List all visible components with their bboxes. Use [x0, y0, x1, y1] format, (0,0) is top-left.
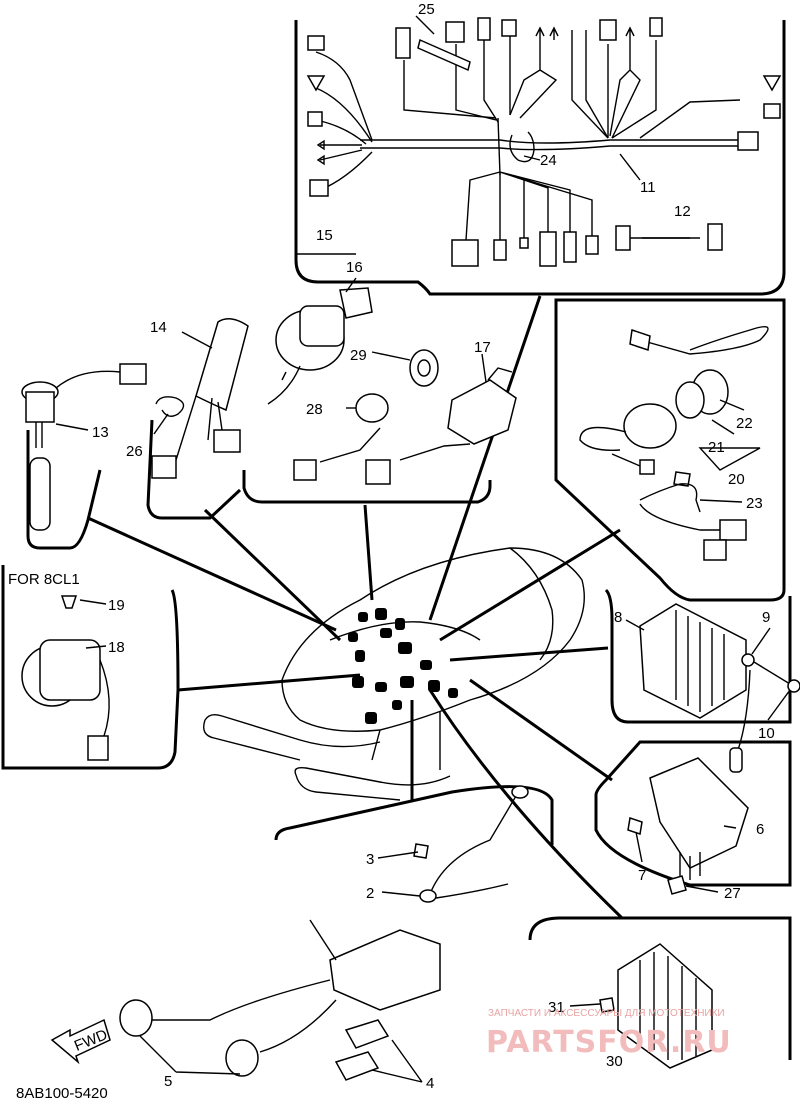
callout-12: 12	[674, 203, 691, 220]
callout-23: 23	[746, 495, 763, 512]
callout-19: 19	[108, 597, 125, 614]
callout-27: 27	[724, 885, 741, 902]
callout-29: 29	[350, 347, 367, 364]
diagram-code: 8AB100-5420	[16, 1085, 108, 1102]
callout-6: 6	[756, 821, 764, 838]
watermark-logo: PARTSFOR.RU	[486, 1025, 732, 1060]
callout-15: 15	[316, 227, 333, 244]
callout-28: 28	[306, 401, 323, 418]
callout-25: 25	[418, 1, 435, 18]
rectifier	[599, 943, 713, 1069]
inset-title: FOR 8CL1	[8, 571, 80, 588]
callout-8: 8	[614, 609, 622, 626]
callout-14: 14	[150, 319, 167, 336]
wire-harness	[306, 17, 782, 267]
callout-4: 4	[426, 1075, 434, 1092]
callout-24: 24	[540, 152, 557, 169]
inset-for-8cl1	[21, 595, 110, 761]
callout-10: 10	[758, 725, 775, 742]
installed-components	[348, 608, 458, 724]
watermark-tagline: ЗАПЧАСТИ И АКСЕССУАРЫ ДЛЯ МОТОТЕХНИКИ	[488, 1008, 725, 1019]
cdi-unit	[627, 757, 749, 895]
group-brackets	[1, 20, 792, 1060]
callout-26: 26	[126, 443, 143, 460]
callout-17: 17	[474, 339, 491, 356]
forward-arrow-icon: FWD	[50, 1018, 111, 1065]
callout-13: 13	[92, 424, 109, 441]
ignition-coil	[119, 785, 529, 1081]
callout-3: 3	[366, 851, 374, 868]
callout-7: 7	[638, 867, 646, 884]
callout-9: 9	[762, 609, 770, 626]
regulator	[639, 603, 800, 773]
callout-16: 16	[346, 259, 363, 276]
callout-21: 21	[708, 439, 725, 456]
callout-leaders	[55, 15, 791, 1083]
fwd-label: FWD	[72, 1026, 110, 1055]
leader-lines	[87, 295, 624, 920]
callout-5: 5	[164, 1073, 172, 1090]
callout-2: 2	[366, 885, 374, 902]
callout-18: 18	[108, 639, 125, 656]
callout-20: 20	[728, 471, 745, 488]
sensor-parts	[21, 287, 517, 531]
key-switch-kit	[579, 326, 769, 561]
callout-22: 22	[736, 415, 753, 432]
callout-31: 31	[548, 999, 565, 1016]
snowmobile-outline	[202, 547, 585, 801]
callout-11: 11	[640, 179, 656, 196]
callout-labels: 25 24 11 12 15 16 14 29 17 28 13 26 22 2…	[8, 1, 775, 1092]
callout-30: 30	[606, 1053, 623, 1070]
watermark: ЗАПЧАСТИ И АКСЕССУАРЫ ДЛЯ МОТОТЕХНИКИ PA…	[486, 1008, 732, 1060]
